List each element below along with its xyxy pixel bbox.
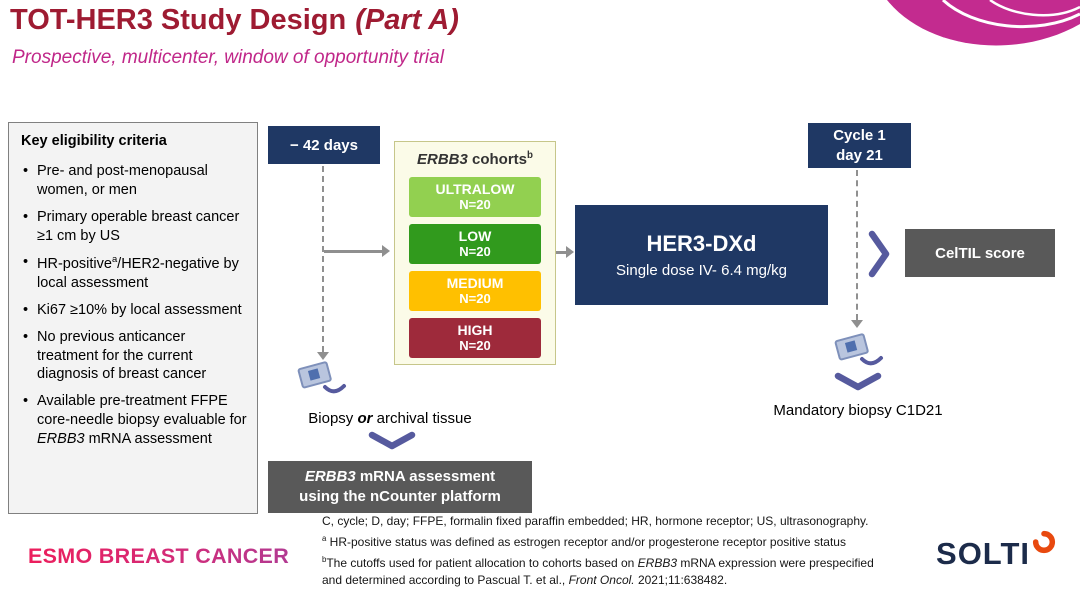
cohort-low: LOW N=20 bbox=[409, 224, 541, 264]
chevron-down-icon bbox=[368, 431, 416, 450]
connector-to-cohorts bbox=[324, 250, 382, 253]
gene-name: ERBB3 bbox=[37, 430, 85, 447]
title-part-a: (Part A) bbox=[355, 4, 459, 36]
ribbon-line bbox=[941, 0, 1080, 29]
solti-logo: SOLTI bbox=[936, 530, 1056, 571]
footnotes: C, cycle; D, day; FFPE, formalin fixed p… bbox=[322, 513, 962, 589]
list-item: No previous anticancer treatment for the… bbox=[21, 328, 249, 385]
cohort-label: MEDIUM bbox=[446, 275, 504, 292]
pink-ribbon-graphic bbox=[887, 0, 1080, 46]
cohort-n: N=20 bbox=[459, 290, 491, 306]
cohort-label: HIGH bbox=[457, 322, 493, 339]
cohort-label: ULTRALOW bbox=[435, 181, 515, 198]
item-text: Available pre-treatment FFPE core-needle… bbox=[37, 393, 247, 429]
title-main: TOT-HER3 Study Design bbox=[10, 4, 347, 36]
cycle1-day21-box: Cycle 1 day 21 bbox=[808, 123, 911, 168]
list-item: HR-positivea/HER2-negative by local asse… bbox=[21, 253, 249, 293]
chevron-right-icon bbox=[868, 230, 890, 278]
eligibility-list: Pre- and post-menopausal women, or men P… bbox=[21, 162, 249, 449]
ribbon-line bbox=[989, 0, 1080, 17]
mrna-assessment-box: ERBB3 mRNA assessment using the nCounter… bbox=[268, 461, 532, 513]
footnote-text: 2021;11:638482. bbox=[634, 573, 728, 587]
dashed-connector-left bbox=[322, 166, 324, 352]
cohort-n: N=20 bbox=[459, 243, 491, 259]
cycle-line2: day 21 bbox=[836, 146, 883, 164]
biopsy-icon bbox=[834, 333, 883, 366]
list-item: Pre- and post-menopausal women, or men bbox=[21, 162, 249, 200]
assessment-line1: ERBB3 mRNA assessment bbox=[305, 467, 495, 487]
connector-to-treatment bbox=[556, 251, 568, 254]
cohorts-title: ERBB3 cohortsb bbox=[395, 150, 555, 168]
cohort-high: HIGH N=20 bbox=[409, 318, 541, 358]
cohorts-title-text: cohorts bbox=[467, 151, 528, 168]
item-text: HR-positive bbox=[37, 256, 112, 273]
solti-logo-text: SOLTI bbox=[936, 536, 1030, 571]
assessment-text: mRNA assessment bbox=[355, 467, 496, 485]
eligibility-title: Key eligibility criteria bbox=[21, 133, 167, 149]
gene-name: ERBB3 bbox=[637, 556, 678, 570]
minus-42-days-box: − 42 days bbox=[268, 126, 380, 164]
chevron-down-icon bbox=[834, 372, 882, 391]
solti-logo-mark-icon bbox=[1032, 530, 1056, 554]
esmo-breast-cancer-logo: ESMO BREAST CANCER bbox=[28, 544, 290, 568]
item-text: mRNA assessment bbox=[84, 430, 212, 447]
cycle-line1: Cycle 1 bbox=[833, 127, 886, 144]
biopsy-archival-label: Biopsy or archival tissue bbox=[280, 410, 500, 427]
superscript-b: b bbox=[322, 555, 327, 564]
erbb3-cohorts-panel: ERBB3 cohortsb ULTRALOW N=20 LOW N=20 ME… bbox=[394, 141, 556, 365]
celtil-score-box: CelTIL score bbox=[905, 229, 1055, 277]
footnote-b-line1: bThe cutoffs used for patient allocation… bbox=[322, 551, 962, 572]
superscript-a: a bbox=[322, 534, 327, 543]
cohort-medium: MEDIUM N=20 bbox=[409, 271, 541, 311]
superscript-a: a bbox=[111, 253, 118, 265]
footnote-b-line2: and determined according to Pascual T. e… bbox=[322, 572, 962, 589]
dashed-connector-right bbox=[856, 170, 858, 320]
list-item: Ki67 ≥10% by local assessment bbox=[21, 301, 249, 320]
treatment-box: HER3-DXd Single dose IV- 6.4 mg/kg bbox=[575, 205, 828, 305]
eligibility-panel: Key eligibility criteria Pre- and post-m… bbox=[8, 122, 258, 514]
footnote-text: The cutoffs used for patient allocation … bbox=[326, 556, 638, 570]
footnote-a: a HR-positive status was defined as estr… bbox=[322, 530, 962, 551]
footnote-text: mRNA expression were prespecified bbox=[677, 556, 874, 570]
gene-name: ERBB3 bbox=[416, 151, 468, 168]
arrowhead-right bbox=[382, 245, 390, 257]
treatment-title: HER3-DXd bbox=[646, 231, 757, 256]
assessment-line2: using the nCounter platform bbox=[299, 488, 501, 505]
label-or: or bbox=[357, 410, 373, 427]
list-item: Primary operable breast cancer ≥1 cm by … bbox=[21, 208, 249, 246]
footnote-text: and determined according to Pascual T. e… bbox=[322, 573, 569, 587]
arrowhead-down bbox=[317, 352, 329, 360]
cohort-n: N=20 bbox=[459, 337, 491, 353]
treatment-subtitle: Single dose IV- 6.4 mg/kg bbox=[616, 262, 787, 279]
footnote-abbreviations: C, cycle; D, day; FFPE, formalin fixed p… bbox=[322, 514, 869, 528]
arrowhead-down bbox=[851, 320, 863, 328]
arrowhead-right bbox=[566, 246, 574, 258]
gene-name: ERBB3 bbox=[304, 467, 356, 485]
footnote-text: HR-positive status was defined as estrog… bbox=[326, 535, 846, 549]
label-text: archival tissue bbox=[372, 410, 472, 427]
page-subtitle: Prospective, multicenter, window of oppo… bbox=[12, 47, 444, 68]
journal-name: Front Oncol. bbox=[568, 573, 635, 587]
cohort-n: N=20 bbox=[459, 196, 491, 212]
biopsy-icon bbox=[297, 361, 346, 394]
page-title: TOT-HER3 Study Design(Part A) bbox=[10, 4, 459, 37]
item-text: /HER2-negative by local assessment bbox=[37, 256, 239, 292]
list-item: Available pre-treatment FFPE core-needle… bbox=[21, 392, 249, 449]
cohort-label: LOW bbox=[458, 228, 492, 245]
mandatory-biopsy-label: Mandatory biopsy C1D21 bbox=[773, 402, 943, 419]
superscript-b: b bbox=[527, 150, 533, 161]
label-text: Biopsy bbox=[308, 410, 358, 427]
cohort-ultralow: ULTRALOW N=20 bbox=[409, 177, 541, 217]
